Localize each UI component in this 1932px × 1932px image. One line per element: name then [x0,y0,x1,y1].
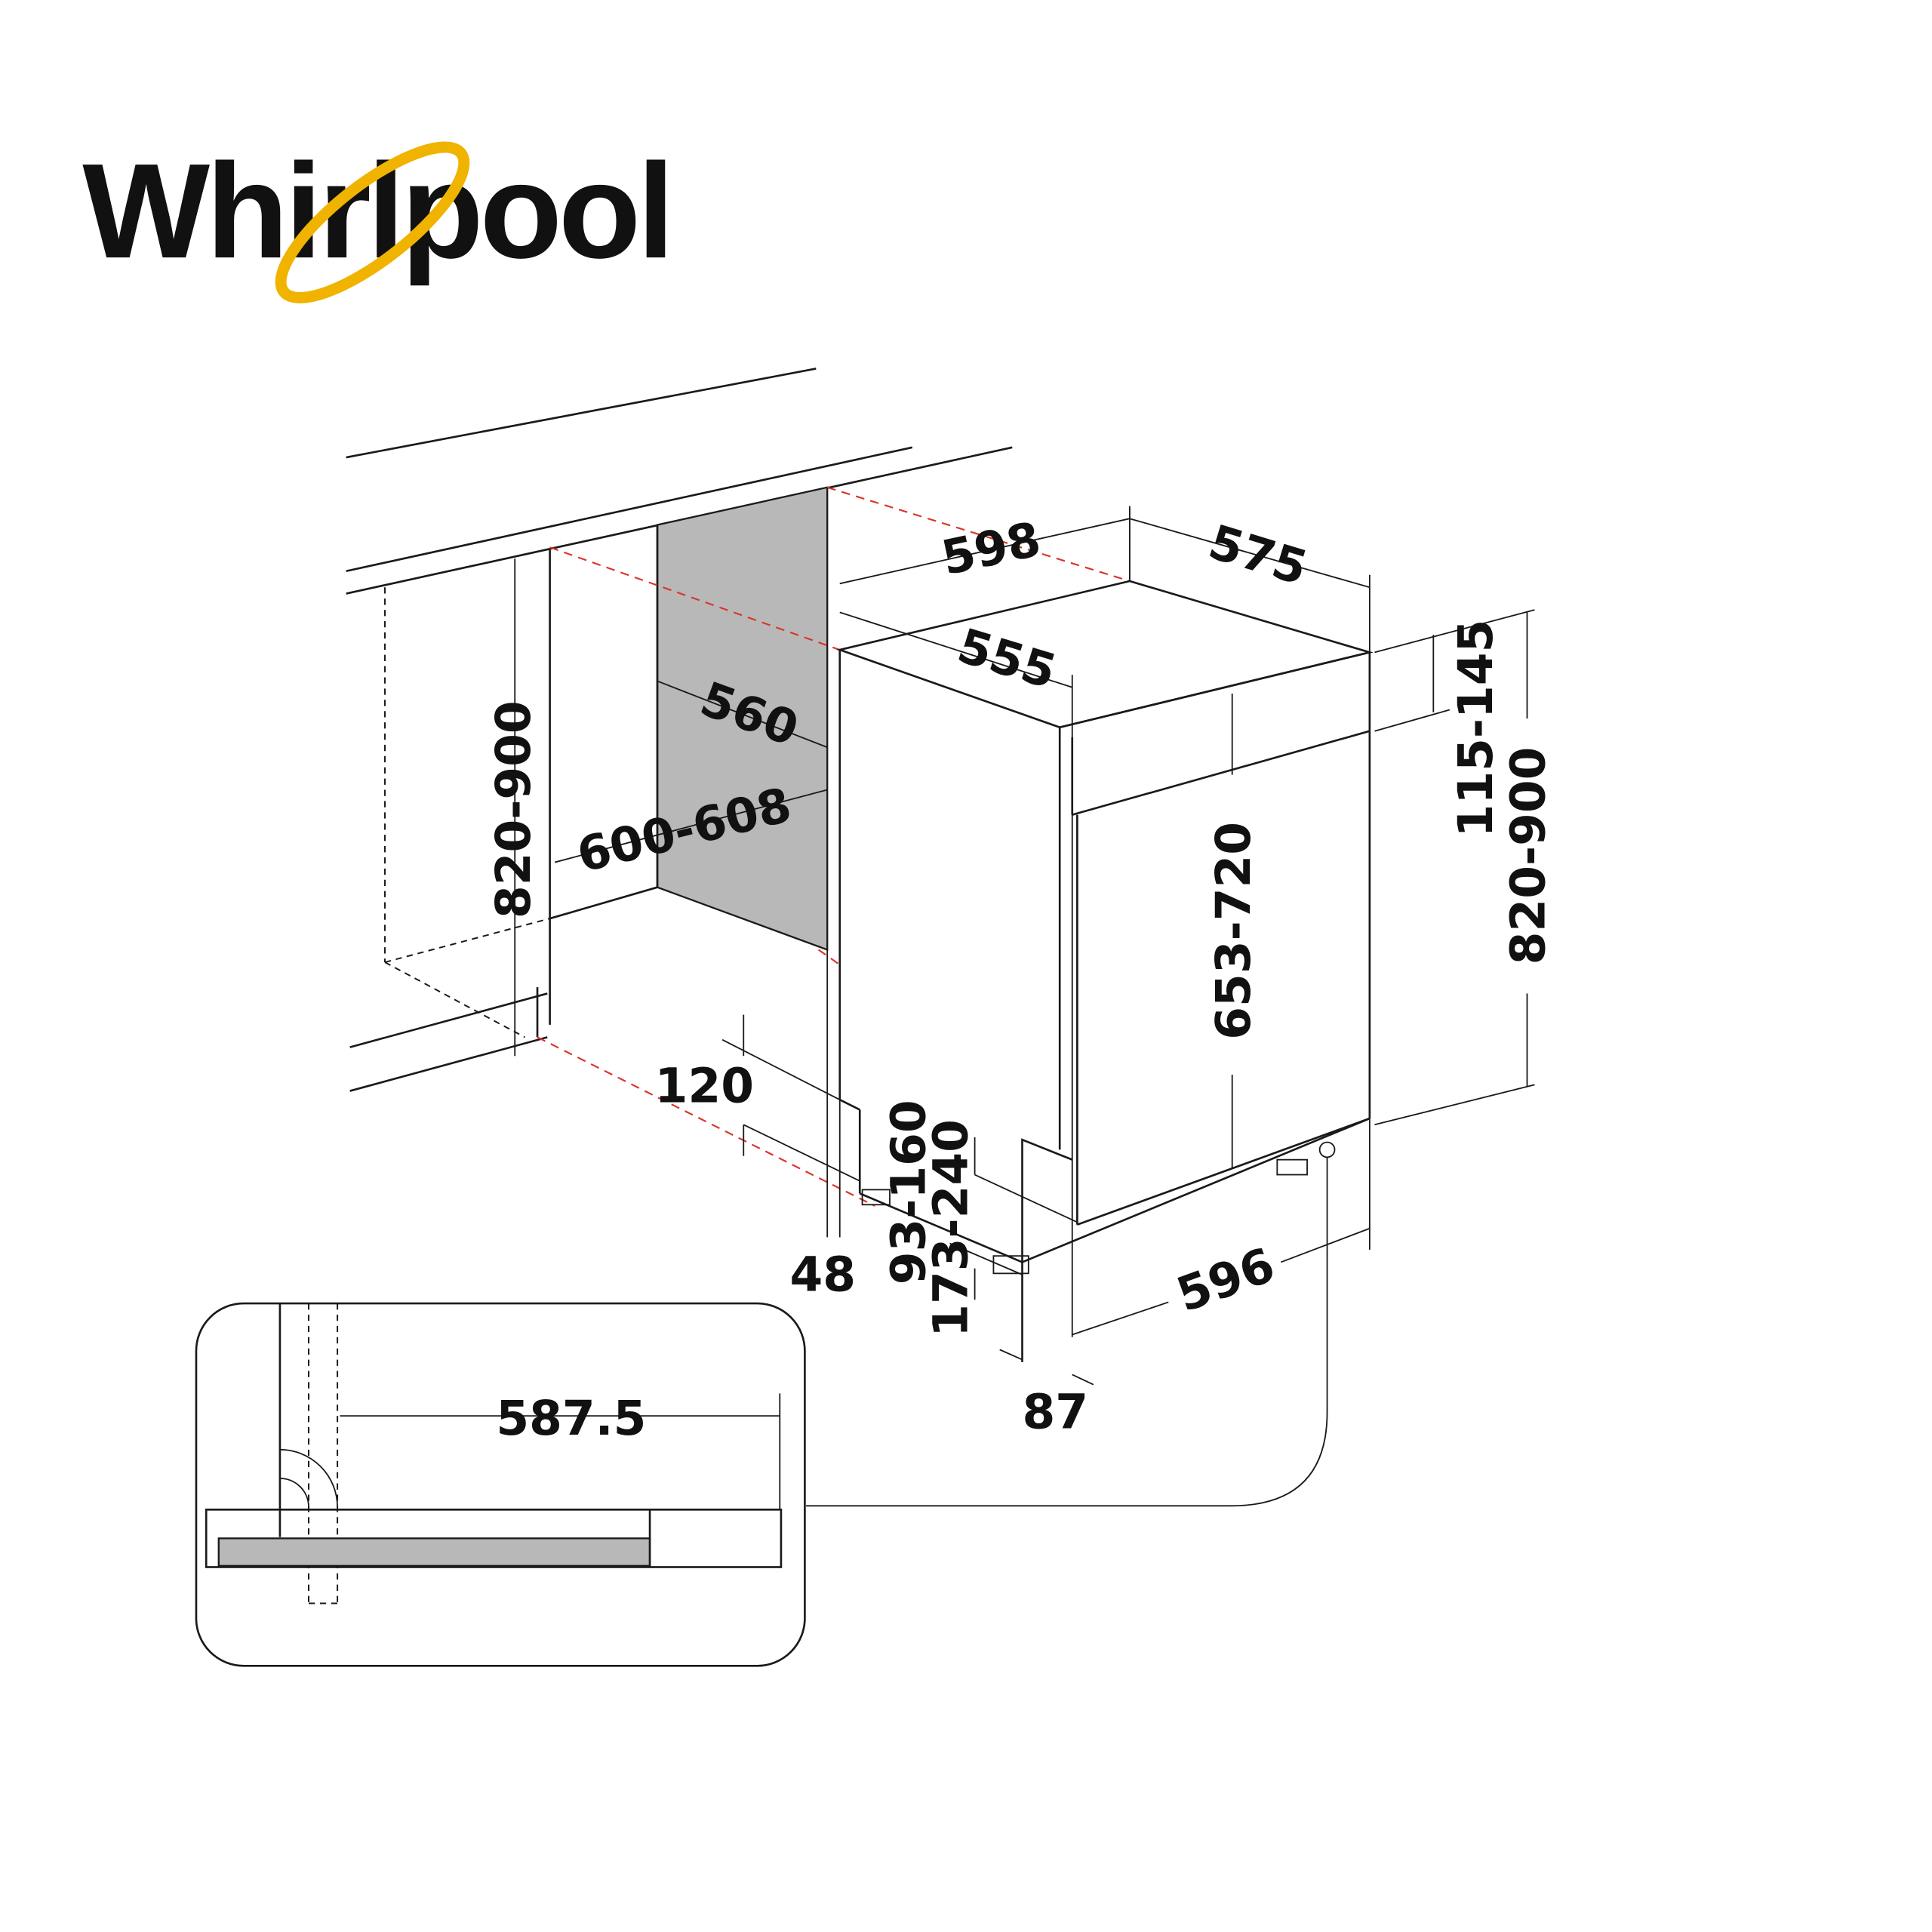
logo-swoosh-icon [275,141,470,303]
dim-653-720: 653-720 [1206,822,1261,1040]
dim-120: 120 [655,1058,754,1113]
drain-hose-connector-icon [1318,1141,1336,1158]
dim-173-240: 173-240 [924,1119,979,1337]
dimension-lines [514,506,1535,1507]
whirlpool-logo: Whirlpool [82,135,675,303]
dim-596: 596 [1170,1237,1281,1323]
detail-inset: 587.5 [195,1302,806,1667]
dim-87: 87 [1023,1385,1089,1440]
dim-587-5: 587.5 [496,1391,646,1446]
dim-575: 575 [1203,514,1314,595]
dim-820-900-niche: 820-900 [486,700,541,918]
niche [384,486,1131,1207]
dim-93-160: 93-160 [881,1100,936,1284]
detail-panel [217,1537,651,1567]
dim-115-145: 115-145 [1448,620,1503,838]
dim-48: 48 [790,1247,857,1303]
dim-555: 555 [952,618,1063,700]
dim-598: 598 [937,512,1045,586]
dim-820-900-overall: 820-900 [1501,747,1556,965]
